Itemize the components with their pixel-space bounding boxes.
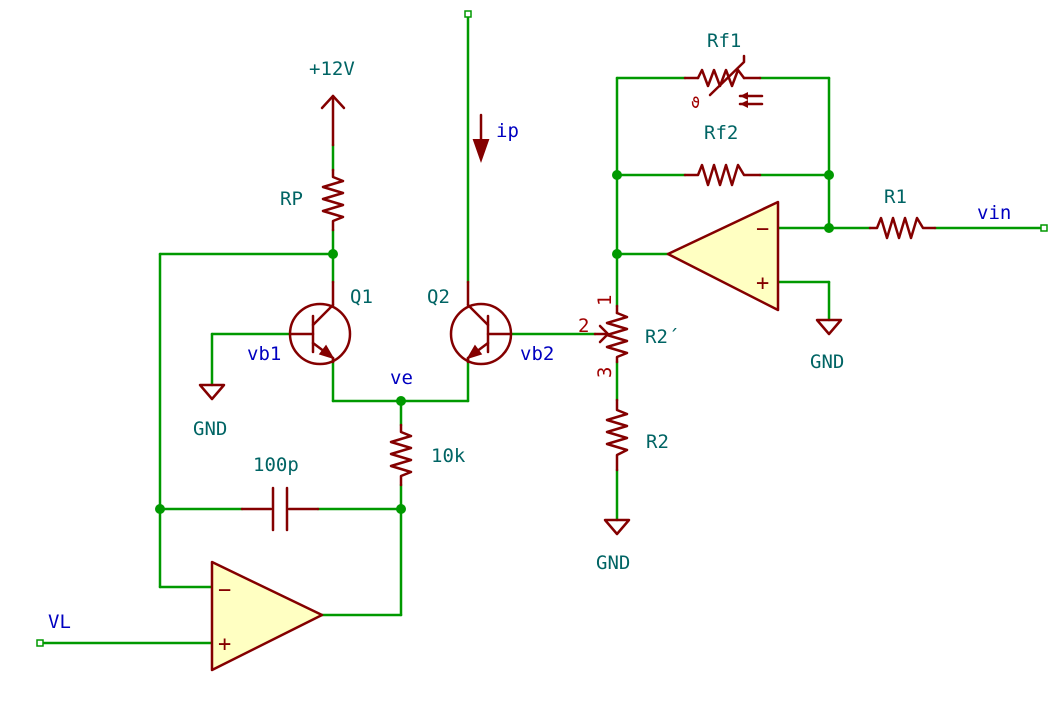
transistor-q2 bbox=[449, 280, 513, 366]
resistor-rp bbox=[321, 168, 345, 232]
junction-dot bbox=[396, 396, 406, 406]
vl-net-label: VL bbox=[48, 611, 71, 633]
junction-dot bbox=[155, 504, 165, 514]
wires bbox=[38, 12, 1044, 645]
junction-dot bbox=[824, 170, 834, 180]
opamp-bottom bbox=[210, 560, 324, 672]
pot-pin-1-label: 1 bbox=[594, 295, 616, 306]
rf1-label: Rf1 bbox=[707, 30, 741, 52]
opamp-bottom-plus-sign: + bbox=[218, 632, 231, 657]
ip-net-label: ip bbox=[496, 120, 519, 142]
gnd-label-q1: GND bbox=[193, 418, 227, 440]
vb2-net-label: vb2 bbox=[520, 343, 554, 365]
current-arrow-icon bbox=[472, 113, 490, 164]
cap-100p-label: 100p bbox=[253, 454, 299, 476]
r2prime-label: R2´ bbox=[645, 326, 679, 348]
ve-net-label: ve bbox=[390, 367, 413, 389]
resistor-r2 bbox=[605, 398, 629, 472]
r1-label: R1 bbox=[884, 186, 907, 208]
resistor-r1 bbox=[868, 216, 937, 240]
pot-pin-2-label: 2 bbox=[578, 315, 589, 337]
opamp-top-plus-sign: + bbox=[756, 271, 769, 296]
junction-dot bbox=[612, 170, 622, 180]
rf2-label: Rf2 bbox=[704, 122, 738, 144]
ground-symbol-r2 bbox=[603, 518, 631, 536]
ip-port-pin bbox=[464, 10, 472, 18]
transistor-q1 bbox=[288, 280, 352, 366]
supply-label: +12V bbox=[309, 58, 355, 80]
ground-symbol-amp bbox=[815, 318, 843, 336]
junction-dot bbox=[396, 504, 406, 514]
potentiometer-r2prime bbox=[593, 304, 629, 364]
thermistor-rf1 bbox=[683, 54, 764, 108]
resistor-rf2 bbox=[683, 163, 762, 187]
opamp-bottom-minus-sign: − bbox=[218, 578, 231, 603]
junction-dot bbox=[612, 249, 622, 259]
vin-port-pin bbox=[1040, 224, 1048, 232]
capacitor-100p bbox=[240, 486, 320, 532]
resistor-10k bbox=[389, 423, 413, 487]
power-plus12v-symbol bbox=[320, 94, 346, 147]
junctions bbox=[155, 170, 834, 514]
pot-pin-3-label: 3 bbox=[594, 367, 616, 378]
q2-label: Q2 bbox=[427, 286, 450, 308]
gnd-label-amp: GND bbox=[810, 351, 844, 373]
r2-label: R2 bbox=[646, 431, 669, 453]
opamp-top bbox=[666, 200, 780, 312]
junction-dot bbox=[824, 223, 834, 233]
thermistor-theta-symbol: ϑ bbox=[691, 94, 700, 112]
opamp-top-minus-sign: − bbox=[756, 217, 769, 242]
ground-symbol-q1 bbox=[198, 383, 226, 401]
junction-dot bbox=[328, 249, 338, 259]
rp-label: RP bbox=[280, 188, 303, 210]
q1-label: Q1 bbox=[350, 286, 373, 308]
vl-port-pin bbox=[36, 639, 44, 647]
gnd-label-r2: GND bbox=[596, 552, 630, 574]
vin-net-label: vin bbox=[977, 202, 1011, 224]
res-10k-label: 10k bbox=[431, 445, 466, 467]
vb1-net-label: vb1 bbox=[247, 343, 281, 365]
